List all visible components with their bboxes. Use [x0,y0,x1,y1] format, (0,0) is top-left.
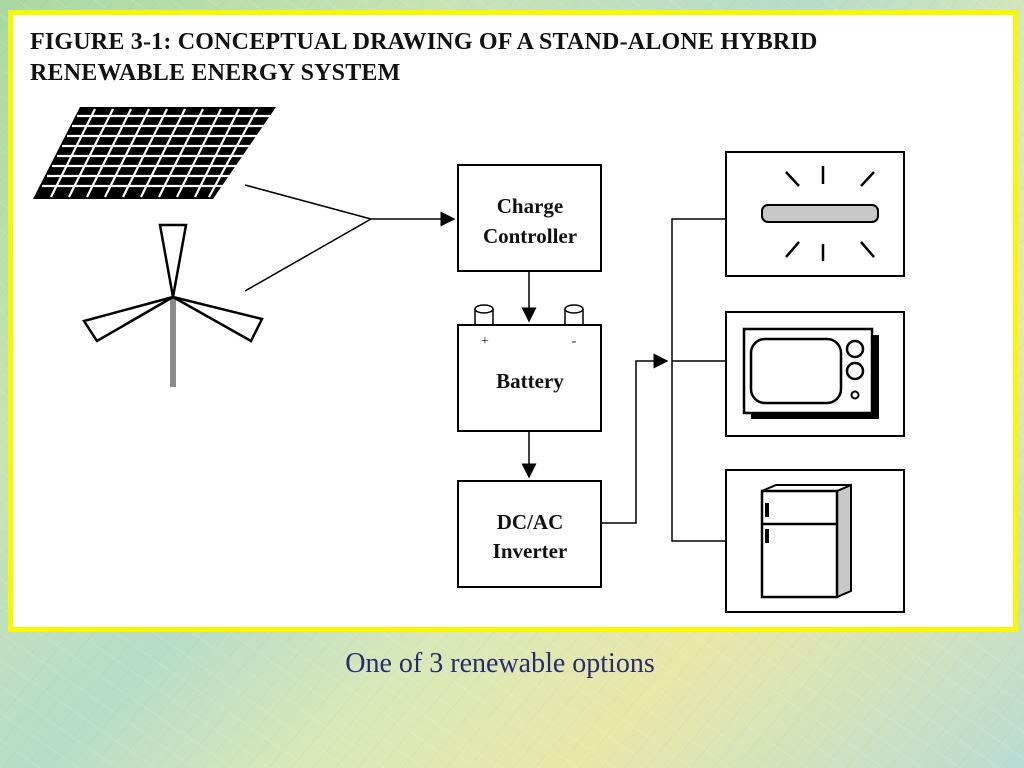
output-connectors [601,218,725,542]
slide-caption: One of 3 renewable options [345,648,655,679]
inverter-label-2: Inverter [493,539,568,563]
figure-title: FIGURE 3-1: CONCEPTUAL DRAWING OF A STAN… [30,27,818,89]
inverter-box: DC/AC Inverter [457,480,602,588]
figure-title-line2: RENEWABLE ENERGY SYSTEM [30,60,401,86]
television-icon [725,311,905,437]
inverter-label-1: DC/AC [497,510,564,534]
wind-turbine-icon [82,223,264,387]
solar-panel-icon [33,107,276,199]
battery-positive-label: + [481,334,489,349]
charge-controller-label-2: Controller [483,224,577,248]
figure-frame: FIGURE 3-1: CONCEPTUAL DRAWING OF A STAN… [8,10,1018,632]
refrigerator-icon [725,469,905,613]
figure-title-line1: FIGURE 3-1: CONCEPTUAL DRAWING OF A STAN… [30,29,818,55]
battery-label: Battery [496,369,564,393]
system-diagram: Charge Controller + - Battery DC/AC Inve… [33,107,905,613]
light-bulb-icon [725,151,905,277]
charge-controller-label-1: Charge [497,194,564,218]
battery-box: + - Battery [457,304,602,432]
source-connectors [244,184,456,292]
charge-controller-box: Charge Controller [457,164,602,272]
battery-negative-label: - [572,334,577,349]
